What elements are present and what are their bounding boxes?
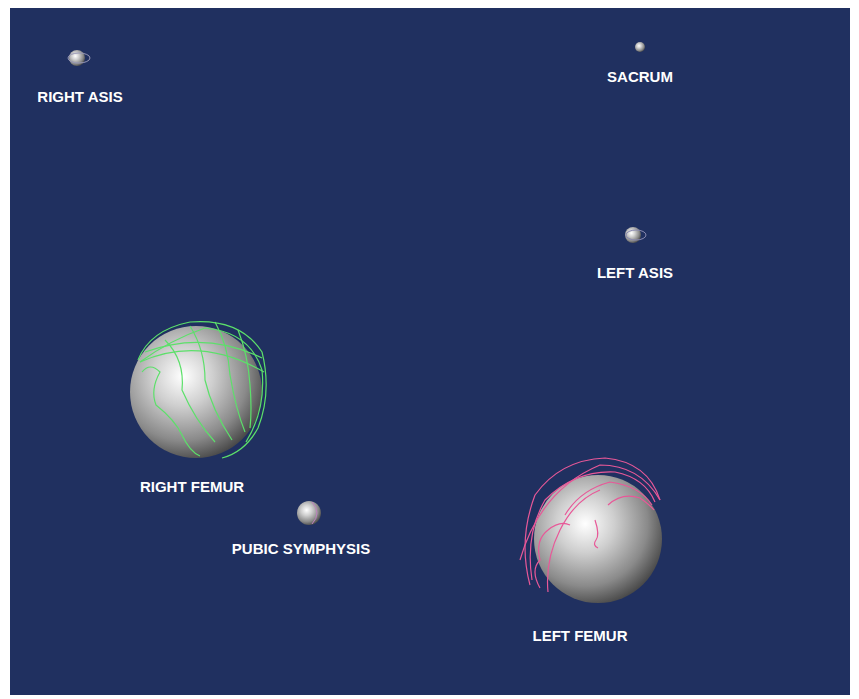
part-label: RIGHT FEMUR	[140, 478, 244, 496]
femoral-head-sphere	[534, 475, 662, 603]
marker-ring	[626, 230, 646, 240]
acetabulum-wireframe	[138, 322, 266, 458]
marker-ring	[68, 53, 90, 63]
marker-sphere	[625, 227, 641, 243]
femoral-head-sphere	[130, 326, 262, 458]
marker-ring	[312, 502, 317, 524]
part-label: SACRUM	[607, 68, 673, 86]
background	[10, 8, 850, 695]
part-label: LEFT FEMUR	[533, 627, 628, 645]
marker-sphere	[69, 50, 85, 66]
marker-sphere	[635, 42, 645, 52]
marker-sphere	[297, 501, 321, 525]
acetabulum-wireframe	[520, 458, 660, 592]
part-label: LEFT ASIS	[597, 264, 673, 282]
part-label: PUBIC SYMPHYSIS	[232, 540, 370, 558]
part-label: RIGHT ASIS	[37, 88, 122, 106]
